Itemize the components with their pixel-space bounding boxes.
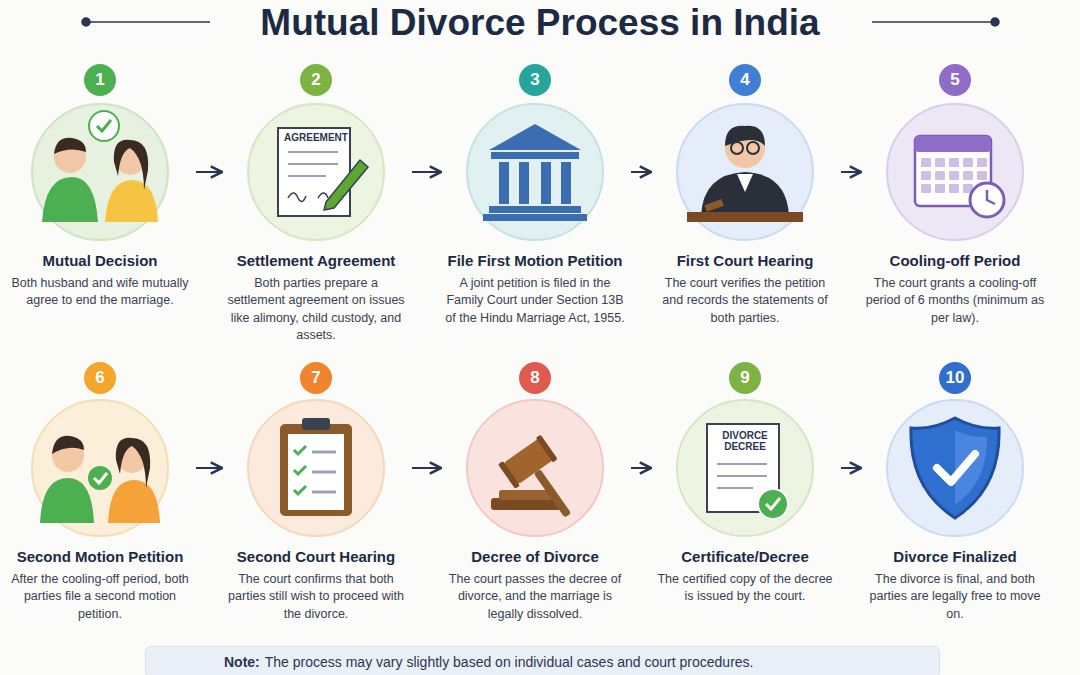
calendar-cell (935, 171, 945, 180)
step-card: Second Court HearingThe court confirms t… (226, 398, 406, 623)
calendar-cell (921, 158, 931, 167)
step-heading: Divorce Finalized (865, 548, 1045, 565)
flow-arrow (841, 467, 861, 469)
calendar-cell (921, 171, 931, 180)
step-description: A joint petition is filed in the Family … (445, 275, 625, 327)
step-heading: Settlement Agreement (226, 252, 406, 269)
step-number: 7 (300, 362, 332, 394)
court-icon (483, 124, 587, 221)
step-heading: Certificate/Decree (655, 548, 835, 565)
calendar-cell (949, 171, 959, 180)
step-number: 1 (84, 64, 116, 96)
people-icon (40, 436, 160, 523)
step-card: Mutual DecisionBoth husband and wife mut… (10, 102, 190, 310)
calendar-cell (977, 171, 987, 180)
calendar-cell (949, 158, 959, 167)
step-heading: Cooling-off Period (865, 252, 1045, 269)
step-heading: File First Motion Petition (445, 252, 625, 269)
flow-arrow (412, 171, 441, 173)
step-circle (32, 104, 1023, 536)
calendar-cell (935, 158, 945, 167)
step-number: 10 (939, 362, 971, 394)
step-heading: Second Court Hearing (226, 548, 406, 565)
calendar-cell (949, 184, 959, 193)
document-heading: DIVORCE DECREE (711, 430, 779, 452)
step-description: The certified copy of the decree is issu… (655, 571, 835, 606)
step-card: Decree of DivorceThe court passes the de… (445, 398, 625, 623)
agreement-icon (278, 128, 368, 216)
flow-arrow (196, 467, 222, 469)
calendar-icon (915, 136, 1004, 217)
step-description: After the cooling-off period, both parti… (10, 571, 190, 623)
step-number: 2 (300, 64, 332, 96)
calendar-cell (921, 184, 931, 193)
step-card: Certificate/DecreeThe certified copy of … (655, 398, 835, 606)
step-card: Divorce FinalizedThe divorce is final, a… (865, 398, 1045, 623)
step-number: 8 (519, 362, 551, 394)
step-card: Second Motion PetitionAfter the cooling-… (10, 398, 190, 623)
step-number: 9 (729, 362, 761, 394)
step-description: Both parties prepare a settlement agreem… (226, 275, 406, 344)
step-heading: Note: (224, 654, 260, 670)
document-heading: AGREEMENT (282, 132, 350, 143)
step-number: 6 (84, 362, 116, 394)
flow-arrow (412, 467, 441, 469)
flow-arrow (631, 467, 651, 469)
judge-icon (687, 126, 803, 222)
calendar-cell (977, 158, 987, 167)
flow-arrow (631, 171, 651, 173)
step-heading: Mutual Decision (10, 252, 190, 269)
step-description: Both husband and wife mutually agree to … (10, 275, 190, 310)
step-number: 5 (939, 64, 971, 96)
step-heading: Decree of Divorce (445, 548, 625, 565)
clipboard-icon (280, 418, 352, 516)
step-description: The court passes the decree of divorce, … (445, 571, 625, 623)
flow-arrow (841, 171, 861, 173)
shield-icon (911, 418, 999, 518)
people-icon (42, 111, 158, 222)
step-description: The court confirms that both parties sti… (226, 571, 406, 623)
decree-icon (707, 424, 788, 519)
calendar-cell (935, 184, 945, 193)
step-number: 4 (729, 64, 761, 96)
step-badge (84, 64, 971, 394)
flow-arrow (196, 171, 222, 173)
step-card: File First Motion Petition A joint petiti… (445, 102, 625, 327)
step-card: Cooling-off PeriodThe court grants a coo… (865, 102, 1045, 327)
step-description: The divorce is final, and both parties a… (865, 571, 1045, 623)
step-heading: First Court Hearing (655, 252, 835, 269)
calendar-cell (963, 171, 973, 180)
calendar-cell (963, 158, 973, 167)
note-box: Note: The process may vary slightly based… (145, 646, 940, 675)
title: Mutual Divorce Process in India (0, 0, 1080, 46)
step-description: The court grants a cooling-off period of… (865, 275, 1045, 327)
step-description: The process may vary slightly based on i… (265, 654, 754, 670)
gavel-icon (491, 435, 588, 532)
step-card: First Court HearingThe court verifies th… (655, 102, 835, 327)
step-description: The court verifies the petition and reco… (655, 275, 835, 327)
step-number: 3 (519, 64, 551, 96)
step-heading: Second Motion Petition (10, 548, 190, 565)
